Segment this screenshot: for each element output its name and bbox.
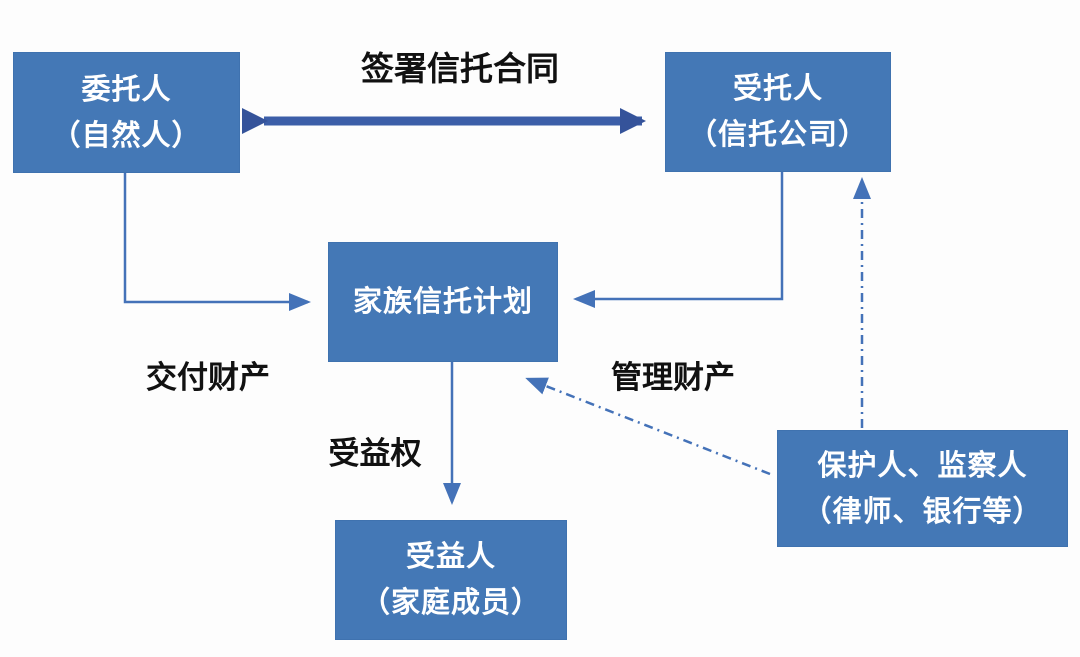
label-beneficial-right: 受益权	[328, 436, 422, 471]
node-protector-subtitle: （律师、银行等）	[802, 495, 1043, 528]
label-deliver-property: 交付财产	[146, 360, 270, 395]
edge-deliver-property	[123, 173, 311, 311]
node-trustee-title: 受托人	[732, 73, 823, 105]
node-trust-plan-title: 家族信托计划	[352, 286, 533, 318]
node-settlor-title: 委托人	[81, 73, 172, 106]
node-trustee-subtitle: （信托公司）	[687, 119, 868, 151]
node-protector: 保护人、监察人 （律师、银行等）	[777, 430, 1068, 547]
node-trustee: 受托人 （信托公司）	[665, 52, 891, 172]
node-beneficiary: 受益人 （家庭成员）	[335, 520, 567, 640]
node-beneficiary-subtitle: （家庭成员）	[360, 587, 541, 619]
label-sign-contract: 签署信托合同	[361, 50, 559, 87]
edge-manage-property	[573, 172, 784, 308]
node-beneficiary-title: 受益人	[405, 541, 496, 573]
node-protector-title: 保护人、监察人	[817, 449, 1028, 482]
node-trust-plan: 家族信托计划	[328, 242, 558, 362]
node-settlor: 委托人 （自然人）	[13, 52, 240, 173]
label-manage-property: 管理财产	[611, 360, 735, 395]
node-settlor-subtitle: （自然人）	[51, 119, 202, 152]
